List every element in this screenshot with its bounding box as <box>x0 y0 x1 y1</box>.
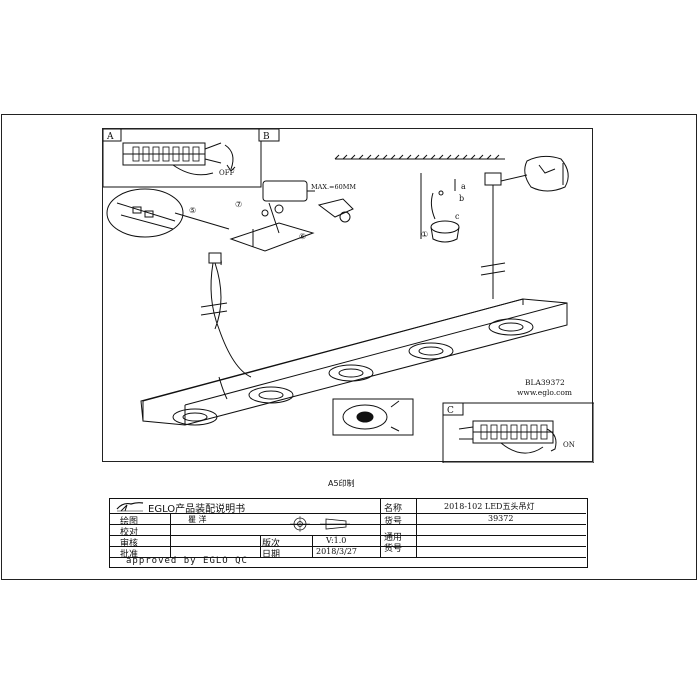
company-title: EGLO产品装配说明书 <box>148 504 246 515</box>
col-divider <box>416 499 417 557</box>
drawn-value: 瞿 洋 <box>188 515 207 524</box>
left-canopy <box>200 252 252 378</box>
callout-b: b <box>459 194 464 203</box>
panel-a-label: A <box>106 132 114 142</box>
callout-c: c <box>455 212 460 221</box>
col-divider <box>312 535 313 557</box>
website-label: www.eglo.com <box>517 388 572 397</box>
instruction-sheet-frame <box>1 114 697 580</box>
print-size-label: A5印制 <box>328 479 355 488</box>
name-label: 名称 <box>384 504 403 514</box>
drawn-label: 绘图 <box>120 517 139 527</box>
callout-5: ⑤ <box>189 206 196 215</box>
ceiling-hatch <box>334 154 505 160</box>
assembly-illustration: A B C OFF ON MAX.=60MM BLA39372 www.eglo… <box>102 128 595 464</box>
right-canopy <box>480 155 569 299</box>
mounting-detail <box>420 173 460 243</box>
col-divider <box>380 499 381 557</box>
row-divider <box>110 535 586 536</box>
panel-b-label: B <box>263 132 270 142</box>
item-value: 39372 <box>488 514 514 523</box>
date-label: 日期 <box>262 550 281 560</box>
callout-7: ⑦ <box>235 200 242 209</box>
row-divider <box>110 524 586 525</box>
col-divider <box>170 513 171 557</box>
off-label: OFF <box>219 169 235 177</box>
panel-b-label-box <box>258 128 280 142</box>
date-value: 2018/3/27 <box>316 547 358 556</box>
eglo-logo <box>116 502 144 512</box>
lamp-body <box>140 298 568 426</box>
version-value: V:1.0 <box>326 536 347 545</box>
assembly-drawing: A B C OFF ON MAX.=60MM BLA39372 www.eglo… <box>102 128 595 464</box>
row-divider <box>110 513 586 514</box>
callout-6: ⑥ <box>299 232 306 241</box>
row-divider <box>110 546 586 547</box>
col-divider <box>260 535 261 557</box>
approve-label: 批准 <box>120 550 139 560</box>
max-length-label: MAX.=60MM <box>311 183 356 191</box>
title-block: EGLO产品装配说明书 名称 2018-102 LED五头吊灯 绘图 瞿 洋 货… <box>109 498 588 568</box>
callout-1: ① <box>421 230 428 239</box>
callout-a: a <box>461 182 466 191</box>
version-label: 版次 <box>262 539 281 549</box>
row-divider <box>110 557 586 558</box>
general-label: 通用 <box>384 533 403 543</box>
canopy-assembly <box>212 180 354 266</box>
panel-c-switch-on <box>442 402 595 464</box>
approved-by-text: approved by EGLO QC <box>126 556 248 566</box>
review-label: 审核 <box>120 539 139 549</box>
panel-c-label: C <box>447 406 454 416</box>
lens-zoom-detail <box>332 398 414 436</box>
panel-a-switch-off <box>102 128 262 188</box>
name-value: 2018-102 LED五头吊灯 <box>444 502 535 511</box>
general-item-label: 货号 <box>384 544 403 554</box>
check-label: 校对 <box>120 528 139 538</box>
on-label: ON <box>563 441 575 449</box>
model-number: BLA39372 <box>525 378 565 387</box>
projection-symbol-icon <box>290 516 350 532</box>
wiring-detail-circle <box>106 188 230 238</box>
item-label: 货号 <box>384 517 403 527</box>
